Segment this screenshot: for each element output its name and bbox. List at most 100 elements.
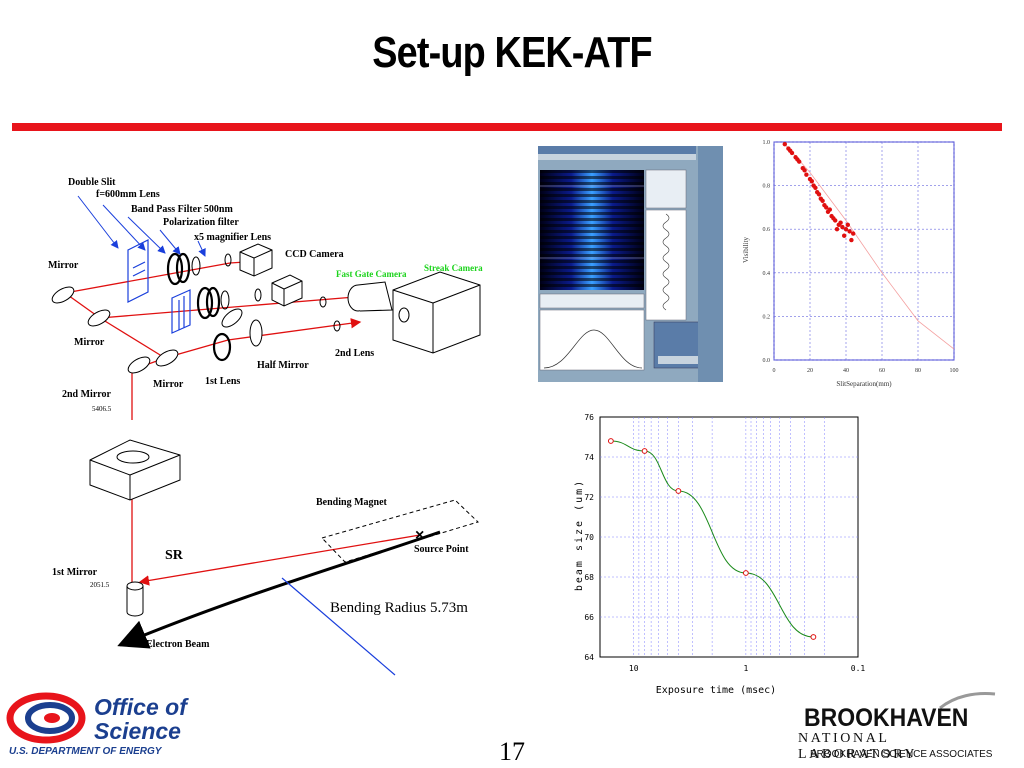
beam-x-label: Exposure time (msec) (656, 685, 776, 696)
label-magnifier: x5 magnifier Lens (194, 232, 271, 243)
second-mirror-shape (127, 356, 151, 374)
label-half-mirror: Half Mirror (257, 360, 309, 371)
visibility-point (842, 233, 847, 238)
label-source-point: Source Point (414, 544, 469, 555)
visibility-x-tick: 100 (950, 368, 959, 374)
beam-x-tick: 0.1 (851, 664, 866, 673)
visibility-grid (773, 141, 955, 361)
doe-text: U.S. DEPARTMENT OF ENERGY (9, 746, 162, 757)
visibility-point (843, 227, 849, 232)
visibility-y-tick: 0.2 (763, 314, 771, 320)
visibility-point (840, 224, 845, 230)
visibility-point (827, 207, 832, 212)
visibility-x-tick: 60 (879, 368, 885, 374)
beam-size-point (607, 438, 614, 444)
source-point-marker: × (415, 527, 424, 544)
label-mirror-mid: Mirror (74, 337, 105, 348)
visibility-point (782, 141, 787, 147)
visibility-y-tick: 0.0 (763, 358, 771, 364)
beam-y-tick: 74 (584, 453, 594, 462)
visibility-point (802, 168, 807, 173)
visibility-x-tick: 40 (843, 368, 849, 374)
visibility-points (782, 141, 856, 243)
beam-y-label: beam size (um) (574, 479, 585, 591)
ccd-camera-shape (239, 243, 273, 277)
label-band-pass: Band Pass Filter 500nm (131, 204, 233, 215)
beam-size-point (675, 488, 682, 494)
mirror-low-shape (155, 349, 179, 367)
label-fast-gate: Fast Gate Camera (336, 269, 407, 279)
visibility-point (804, 172, 809, 177)
label-sr: SR (165, 548, 184, 563)
beam-size-point (742, 570, 749, 576)
visibility-x-tick: 20 (807, 368, 813, 374)
brookhaven-associates: BROOKHAVEN SCIENCE ASSOCIATES (810, 749, 993, 760)
label-second-mirror-val: 5406.5 (92, 405, 112, 413)
page-number: 17 (499, 737, 525, 766)
visibility-point (847, 229, 852, 234)
office-of-science-line1: Office of (94, 694, 187, 720)
title-divider (12, 123, 1002, 131)
label-first-lens: 1st Lens (205, 376, 240, 387)
beam-size-points (607, 438, 817, 640)
visibility-point (816, 192, 822, 197)
visibility-fit-curve (784, 143, 955, 350)
label-second-mirror: 2nd Mirror (62, 389, 112, 400)
visibility-point (834, 227, 840, 232)
label-polarization: Polarization filter (163, 217, 239, 228)
electron-beam-arrow (117, 530, 441, 649)
label-ccd: CCD Camera (285, 249, 344, 260)
visibility-y-tick: 0.4 (763, 271, 771, 277)
label-bending-magnet: Bending Magnet (316, 497, 388, 508)
setup-diagram: × Double Slit f=600mm Lens Band Pass Fil… (48, 177, 483, 676)
office-of-science-logo: Office of Science U.S. DEPARTMENT OF ENE… (6, 690, 226, 762)
label-streak: Streak Camera (424, 263, 483, 273)
brookhaven-swoosh-icon (939, 692, 996, 710)
lens-mid-shape (196, 286, 214, 320)
visibility-point (788, 148, 793, 153)
label-first-mirror-val: 2051.5 (90, 581, 110, 589)
visibility-point (809, 179, 814, 184)
label-first-mirror: 1st Mirror (52, 567, 98, 578)
visibility-point (851, 231, 856, 236)
fast-gate-camera-shape (271, 274, 303, 307)
beam-x-tick: 10 (629, 664, 639, 673)
beam-y-tick: 64 (584, 653, 594, 662)
first-lens-shape (212, 332, 232, 362)
visibility-x-label: SlitSeparation(mm) (836, 380, 892, 388)
visibility-x-tick: 80 (915, 368, 921, 374)
mirror-mid-shape (87, 309, 111, 327)
beam-x-tick: 1 (743, 664, 748, 673)
visibility-point (820, 198, 825, 204)
beam-size-point (810, 634, 817, 640)
beam-size-point (641, 448, 648, 454)
chamber-block (89, 439, 181, 501)
label-second-lens: 2nd Lens (335, 348, 374, 359)
visibility-point (795, 157, 800, 162)
brookhaven-lab: NATIONAL LABORATORY (798, 731, 918, 762)
beam-y-tick: 68 (584, 573, 594, 582)
visibility-y-tick: 0.6 (763, 227, 771, 233)
beam-grid (599, 416, 859, 658)
bending-magnet-shape (321, 499, 479, 563)
brookhaven-name: BROOKHAVEN (804, 704, 969, 732)
office-of-science-line2: Science (94, 718, 181, 744)
beam-y-tick: 66 (584, 613, 594, 622)
brookhaven-logo: BROOKHAVEN NATIONAL LABORATORY BROOKHAVE… (790, 690, 1010, 766)
label-mirror-top: Mirror (48, 260, 79, 271)
filter-shape (171, 289, 191, 334)
simulation-screenshot (538, 146, 723, 382)
label-double-slit: Double Slit (68, 177, 116, 188)
beam-size-path (610, 440, 814, 638)
visibility-x-tick: 0 (773, 368, 776, 374)
half-mirror-2-shape (249, 319, 263, 347)
label-bending-radius: Bending Radius 5.73m (330, 600, 468, 616)
visibility-y-tick: 0.8 (763, 184, 771, 190)
bending-radius-line (281, 577, 396, 676)
visibility-point (813, 185, 818, 190)
beam-size-line (610, 440, 814, 638)
visibility-point (831, 216, 836, 221)
slide-title: Set-up KEK-ATF (372, 28, 652, 77)
